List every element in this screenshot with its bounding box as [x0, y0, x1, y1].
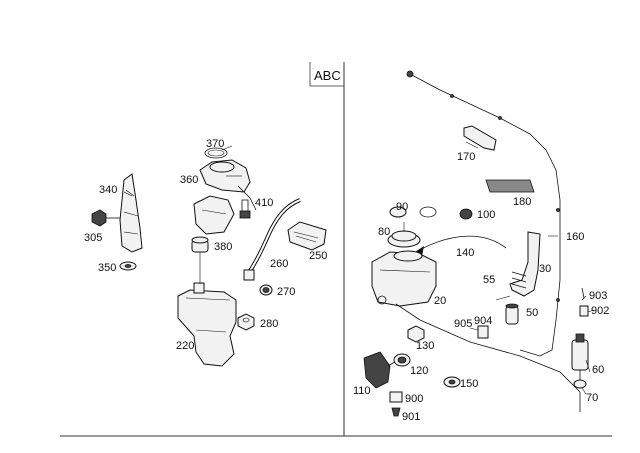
callout-370: 370 [206, 138, 224, 150]
callout-410: 410 [255, 197, 273, 209]
part-904-connector [477, 325, 489, 339]
part-20-reservoir [371, 250, 581, 412]
callout-260: 260 [270, 258, 288, 270]
callout-90: 90 [396, 201, 408, 213]
callout-labels: 370 360 340 305 350 410 380 260 250 270 … [84, 138, 609, 423]
part-410-bolt [239, 199, 251, 219]
callout-180: 180 [513, 196, 531, 208]
callout-100: 100 [477, 209, 495, 221]
part-160-hose-routing [406, 70, 561, 357]
callout-80: 80 [378, 226, 390, 238]
callout-360: 360 [180, 174, 198, 186]
callout-50: 50 [526, 307, 538, 319]
callout-902: 902 [591, 305, 609, 317]
callout-280: 280 [260, 318, 278, 330]
part-150-seal [443, 376, 461, 388]
part-220-reservoir [177, 282, 237, 367]
part-110-pump [363, 351, 399, 389]
callout-60: 60 [592, 364, 604, 376]
part-60-pump [571, 333, 589, 380]
part-305-bolt [91, 209, 120, 227]
callout-70: 70 [586, 392, 598, 404]
callout-904: 904 [474, 315, 492, 327]
diagram-frame [60, 62, 612, 437]
callout-270: 270 [277, 286, 295, 298]
part-70-seal [573, 379, 587, 389]
part-50-sleeve [505, 303, 519, 325]
callout-30: 30 [539, 263, 551, 275]
part-120-grommet [393, 353, 411, 367]
callout-250: 250 [309, 250, 327, 262]
part-bracket-upper [193, 195, 235, 235]
callout-130: 130 [416, 340, 434, 352]
callout-140: 140 [456, 247, 474, 259]
callout-900: 900 [405, 393, 423, 405]
part-270-clamp [259, 284, 273, 296]
callout-110: 110 [353, 385, 371, 397]
part-55-spring [511, 271, 527, 289]
callout-901: 901 [402, 411, 420, 423]
callout-340: 340 [99, 184, 117, 196]
part-180-pad [485, 179, 535, 193]
callout-305: 305 [84, 232, 102, 244]
callout-120: 120 [410, 365, 428, 377]
callout-150: 150 [460, 378, 478, 390]
callout-903: 903 [589, 290, 607, 302]
group-tag: ABC [314, 68, 341, 83]
callout-170: 170 [457, 151, 475, 163]
callout-55: 55 [483, 274, 495, 286]
leaders-right [403, 141, 595, 395]
part-260-hose [243, 198, 301, 281]
callout-905: 905 [454, 318, 472, 330]
part-170-clip [463, 125, 497, 151]
part-250-pad [287, 221, 327, 251]
callout-380: 380 [214, 241, 232, 253]
callout-350: 350 [98, 262, 116, 274]
part-80-filler-neck [387, 230, 421, 248]
part-100-grommet [459, 208, 473, 220]
part-370-seal-ring [204, 147, 228, 159]
part-90-cap [389, 206, 437, 218]
part-900-connector [389, 391, 403, 417]
callout-20: 20 [434, 295, 446, 307]
part-380-grommet [191, 236, 209, 253]
part-340-bracket [119, 173, 143, 253]
part-903-connector [579, 287, 589, 317]
part-30-pump-bracket [509, 231, 541, 297]
leaders-left [123, 145, 242, 284]
part-130-grommet [407, 325, 425, 343]
callout-160: 160 [566, 231, 584, 243]
part-280-grommet [237, 313, 255, 331]
part-350-nut [119, 261, 137, 271]
callout-220: 220 [176, 340, 194, 352]
part-360-filler-neck [199, 159, 257, 211]
